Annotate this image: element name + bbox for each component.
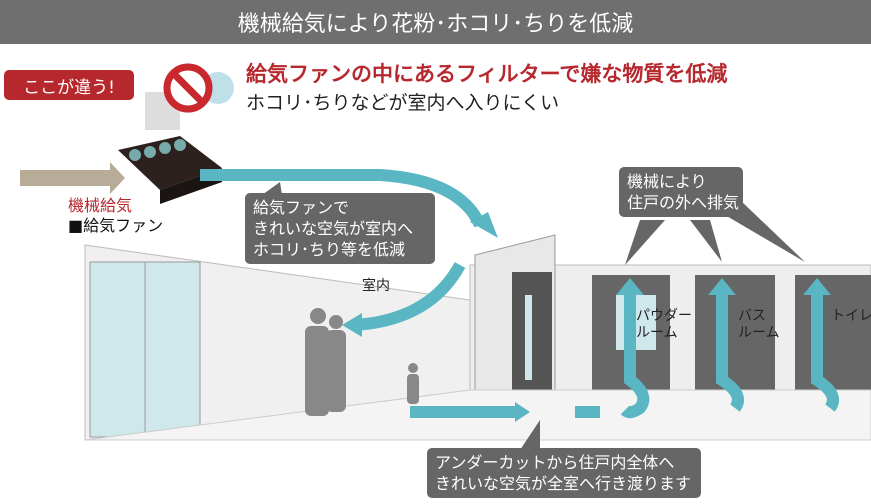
bubble-tails: [262, 182, 805, 450]
page-title: 機械給気により花粉･ホコリ･ちりを低減: [0, 0, 871, 44]
room-label-line: バス: [738, 308, 766, 324]
family-silhouette: [305, 308, 419, 416]
supply-fan-icon: [20, 136, 222, 204]
airflow-arrows: [200, 169, 839, 419]
room-label-line: パウダー: [636, 308, 692, 324]
bubble-line: きれいな空気が室内へ: [253, 219, 414, 238]
bubble-line: きれいな空気が全室へ行き渡ります: [435, 474, 692, 493]
room-label-toilet: トイレ: [831, 308, 871, 324]
room-label-line: ルーム: [636, 325, 678, 341]
fan-label: ■給気ファン: [68, 216, 164, 235]
subheadline: ホコリ･ちりなどが室内へ入りにくい: [246, 92, 560, 114]
bubble-line: アンダーカットから住戸内全体へ: [435, 453, 675, 472]
supply-bubble: 給気ファンで きれいな空気が室内へ ホコリ･ちり等を低減: [245, 193, 435, 264]
exhaust-bubble: 機械により 住戸の外へ排気: [619, 167, 743, 217]
undercut-bubble: アンダーカットから住戸内全体へ きれいな空気が全室へ行き渡ります: [427, 448, 701, 498]
bubble-line: 給気ファンで: [253, 198, 350, 217]
difference-badge: ここが違う!: [4, 70, 134, 100]
headline: 給気ファンの中にあるフィルターで嫌な物質を低減: [246, 62, 728, 86]
no-pollen-icon: [145, 63, 234, 130]
arrow-heads: [342, 212, 831, 422]
room-label-living: 室内: [362, 278, 390, 294]
bubble-line: 住戸の外へ排気: [627, 193, 740, 212]
room-label-bath: バス ルーム: [738, 308, 780, 342]
room-label-line: ルーム: [738, 325, 780, 341]
bubble-line: ホコリ･ちり等を低減: [253, 240, 406, 259]
bubble-line: 機械により: [627, 172, 707, 191]
room-label-powder: パウダー ルーム: [636, 308, 692, 342]
supply-label: 機械給気: [68, 196, 133, 215]
